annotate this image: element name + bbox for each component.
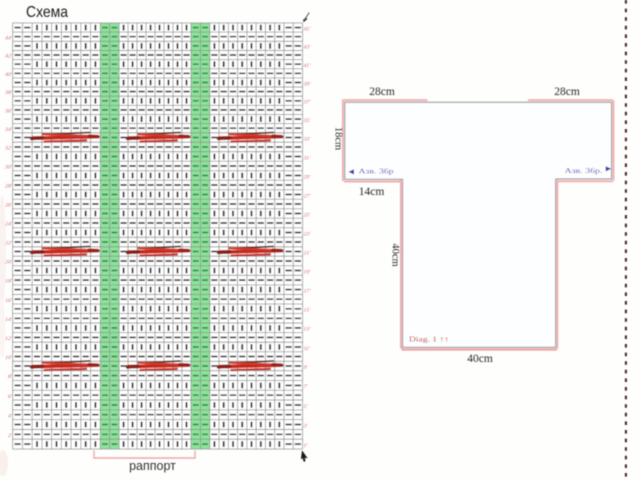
svg-text:23′: 23′ bbox=[304, 231, 312, 237]
svg-text:32′: 32′ bbox=[4, 146, 13, 152]
svg-text:16′: 16′ bbox=[5, 298, 13, 304]
svg-text:33′: 33′ bbox=[303, 136, 312, 142]
svg-text:19′: 19′ bbox=[304, 269, 312, 275]
svg-text:раппорт: раппорт bbox=[129, 459, 176, 473]
svg-text:28cm: 28cm bbox=[369, 86, 395, 98]
svg-text:28′: 28′ bbox=[5, 184, 13, 190]
svg-text:40cm: 40cm bbox=[467, 353, 493, 365]
svg-text:2′: 2′ bbox=[8, 433, 13, 439]
svg-text:40cm: 40cm bbox=[390, 243, 401, 266]
svg-text:28cm: 28cm bbox=[554, 86, 580, 98]
svg-text:29′: 29′ bbox=[304, 174, 312, 180]
svg-text:4′: 4′ bbox=[8, 413, 13, 419]
svg-text:27′: 27′ bbox=[304, 193, 312, 199]
svg-text:7′: 7′ bbox=[304, 384, 309, 390]
svg-text:15′: 15′ bbox=[304, 308, 312, 314]
svg-text:24′: 24′ bbox=[5, 222, 13, 228]
svg-text:Схема: Схема bbox=[26, 4, 68, 21]
svg-text:45′: 45′ bbox=[304, 26, 312, 32]
svg-text:31′: 31′ bbox=[303, 155, 312, 161]
svg-text:Diag. 1 ↑↑: Diag. 1 ↑↑ bbox=[409, 335, 449, 344]
svg-text:41′: 41′ bbox=[304, 63, 312, 69]
svg-text:8′: 8′ bbox=[8, 374, 13, 380]
svg-text:39′: 39′ bbox=[303, 81, 312, 87]
svg-text:9′: 9′ bbox=[304, 365, 309, 371]
svg-text:Азв. 36р.: Азв. 36р. bbox=[565, 167, 603, 175]
svg-text:18′: 18′ bbox=[5, 279, 13, 285]
svg-text:38′: 38′ bbox=[4, 90, 13, 96]
svg-text:35′: 35′ bbox=[303, 118, 312, 124]
svg-text:12′: 12′ bbox=[5, 336, 13, 342]
svg-text:25′: 25′ bbox=[304, 212, 312, 218]
svg-text:14cm: 14cm bbox=[359, 186, 385, 198]
svg-text:18cm: 18cm bbox=[332, 127, 343, 150]
svg-text:44′: 44′ bbox=[5, 35, 13, 41]
svg-text:17′: 17′ bbox=[304, 288, 312, 294]
svg-text:13′: 13′ bbox=[304, 327, 312, 333]
svg-text:3′: 3′ bbox=[303, 423, 309, 429]
svg-text:20′: 20′ bbox=[5, 260, 13, 266]
svg-text:34′: 34′ bbox=[4, 127, 13, 133]
svg-text:5′: 5′ bbox=[304, 404, 309, 410]
svg-text:Азв. 36р: Азв. 36р bbox=[359, 168, 395, 176]
svg-text:14′: 14′ bbox=[5, 317, 13, 323]
svg-text:37′: 37′ bbox=[303, 100, 312, 106]
svg-text:6′: 6′ bbox=[8, 394, 13, 400]
svg-text:21′: 21′ bbox=[304, 250, 312, 256]
svg-text:10′: 10′ bbox=[5, 355, 13, 361]
svg-text:26′: 26′ bbox=[5, 203, 13, 209]
svg-text:1′: 1′ bbox=[304, 443, 309, 449]
svg-text:40′: 40′ bbox=[5, 72, 13, 78]
svg-text:43′: 43′ bbox=[304, 45, 312, 51]
svg-text:36′: 36′ bbox=[4, 109, 13, 115]
svg-text:42′: 42′ bbox=[5, 54, 13, 60]
svg-text:22′: 22′ bbox=[5, 241, 13, 247]
svg-text:30′: 30′ bbox=[4, 165, 13, 171]
svg-text:11′: 11′ bbox=[304, 346, 311, 352]
